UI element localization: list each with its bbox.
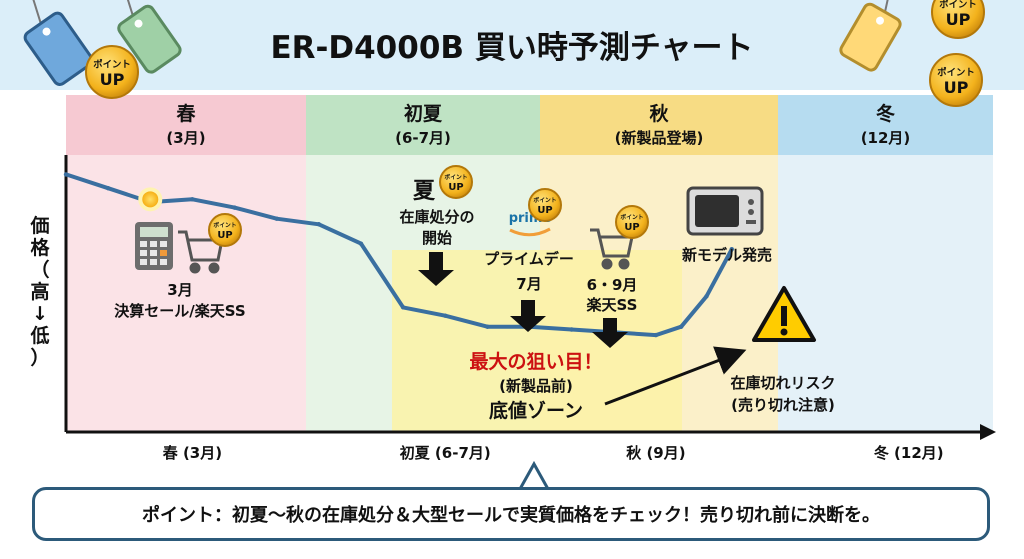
price-data-point bbox=[232, 205, 237, 210]
down-arrow-icon bbox=[592, 318, 628, 348]
season-name: 春 bbox=[176, 102, 195, 125]
price-data-point bbox=[678, 324, 684, 329]
bottom-zone-label: 底値ゾーン bbox=[489, 399, 583, 422]
badge-line1: ポイント bbox=[93, 58, 131, 70]
best-timing-label: 最大の狙い目！ bbox=[469, 350, 602, 373]
prime-annotation-line1: プライムデー bbox=[484, 250, 574, 268]
highlight-sun-point bbox=[138, 187, 163, 212]
summer-annotation-line1: 在庫処分の bbox=[399, 208, 474, 226]
y-axis-label-char: 低 bbox=[29, 324, 49, 347]
price-data-point bbox=[358, 241, 364, 246]
risk-annotation-line1: 在庫切れリスク bbox=[730, 374, 835, 392]
badge-line2: UP bbox=[946, 10, 971, 29]
y-axis-label: 価格（高↓低） bbox=[29, 215, 50, 369]
badge-line1: ポイント bbox=[213, 221, 236, 229]
price-data-point bbox=[704, 294, 709, 299]
price-data-point bbox=[274, 216, 279, 221]
risk-annotation-line2: (売り切れ注意) bbox=[731, 396, 835, 414]
badge-line2: UP bbox=[624, 222, 639, 233]
price-data-point bbox=[443, 313, 448, 318]
season-column-bg bbox=[778, 155, 993, 432]
y-axis-label-char: 価 bbox=[29, 215, 49, 237]
season-sub: (3月) bbox=[166, 129, 205, 147]
season-header bbox=[306, 95, 540, 155]
badge-line2: UP bbox=[537, 205, 552, 216]
season-name: 冬 bbox=[876, 102, 895, 125]
y-axis-label-char: ） bbox=[30, 346, 49, 369]
badge-line1: ポイント bbox=[620, 213, 643, 221]
best-timing-sub: (新製品前) bbox=[499, 377, 573, 395]
price-data-point bbox=[400, 305, 406, 310]
season-sub: (新製品登場) bbox=[615, 129, 704, 147]
price-data-point bbox=[63, 172, 69, 177]
badge-line1: ポイント bbox=[533, 196, 556, 204]
price-data-point bbox=[653, 332, 659, 338]
badge-line1: ポイント bbox=[937, 66, 975, 78]
y-axis-label-char: 高 bbox=[30, 280, 49, 303]
price-tag-icon-green bbox=[117, 0, 182, 74]
spring-annotation-line2: 決算セール/楽天SS bbox=[114, 302, 245, 320]
price-data-point bbox=[190, 197, 195, 202]
badge-line2: UP bbox=[100, 70, 125, 89]
price-tag-icon-blue bbox=[23, 0, 94, 86]
price-data-point bbox=[729, 246, 734, 252]
x-tick-label: 初夏 (6-7月) bbox=[400, 444, 491, 462]
badge-line1: ポイント bbox=[444, 173, 467, 181]
badge-line1: ポイント bbox=[939, 0, 977, 10]
summer-annotation-line2: 開始 bbox=[422, 229, 452, 247]
down-arrow-icon bbox=[418, 252, 454, 286]
summer-title: 夏 bbox=[413, 179, 436, 204]
trend-arrow bbox=[604, 346, 747, 406]
new-model-annotation: 新モデル発売 bbox=[682, 246, 772, 264]
warning-icon bbox=[752, 286, 816, 342]
price-data-point bbox=[105, 186, 111, 191]
price-tag-icon-yellow bbox=[839, 0, 902, 72]
bottom-note-text: ポイント：初夏〜秋の在庫処分＆大型セールで実質価格をチェック！売り切れ前に決断を… bbox=[142, 505, 880, 526]
autumn-annotation-line1: 6・9月 bbox=[587, 276, 638, 294]
price-data-point bbox=[316, 222, 322, 227]
price-data-point bbox=[569, 327, 574, 332]
badge-line2: UP bbox=[217, 230, 232, 241]
season-name: 初夏 bbox=[404, 102, 443, 125]
page-title: ER-D4000B 買い時予測チャート bbox=[270, 30, 753, 66]
down-arrow-icon bbox=[510, 300, 546, 332]
price-series-line bbox=[64, 172, 734, 338]
season-sub: (6-7月) bbox=[395, 129, 451, 147]
y-axis-label-char: （ bbox=[30, 258, 49, 281]
price-data-point bbox=[485, 324, 490, 329]
badge-line2: UP bbox=[944, 78, 969, 97]
prime-annotation-line2: 7月 bbox=[516, 275, 541, 293]
microwave-icon bbox=[686, 186, 764, 236]
y-axis-label-char: 格 bbox=[30, 236, 50, 259]
bottom-note-box: ポイント：初夏〜秋の在庫処分＆大型セールで実質価格をチェック！売り切れ前に決断を… bbox=[32, 487, 990, 541]
calculator-icon bbox=[135, 222, 173, 270]
x-axis-arrow bbox=[980, 424, 996, 440]
callout-pointer bbox=[518, 460, 550, 490]
x-tick-label: 秋 (9月) bbox=[626, 444, 685, 462]
x-tick-label: 春 (3月) bbox=[163, 444, 222, 462]
season-header bbox=[66, 95, 306, 155]
autumn-annotation-line2: 楽天SS bbox=[587, 296, 638, 314]
season-header bbox=[540, 95, 778, 155]
y-axis-label-char: ↓ bbox=[32, 303, 48, 325]
badge-line2: UP bbox=[448, 182, 463, 193]
spring-annotation-line1: 3月 bbox=[167, 281, 192, 299]
x-tick-label: 冬 (12月) bbox=[874, 444, 944, 462]
season-sub: (12月) bbox=[861, 129, 911, 147]
season-name: 秋 bbox=[649, 102, 669, 125]
